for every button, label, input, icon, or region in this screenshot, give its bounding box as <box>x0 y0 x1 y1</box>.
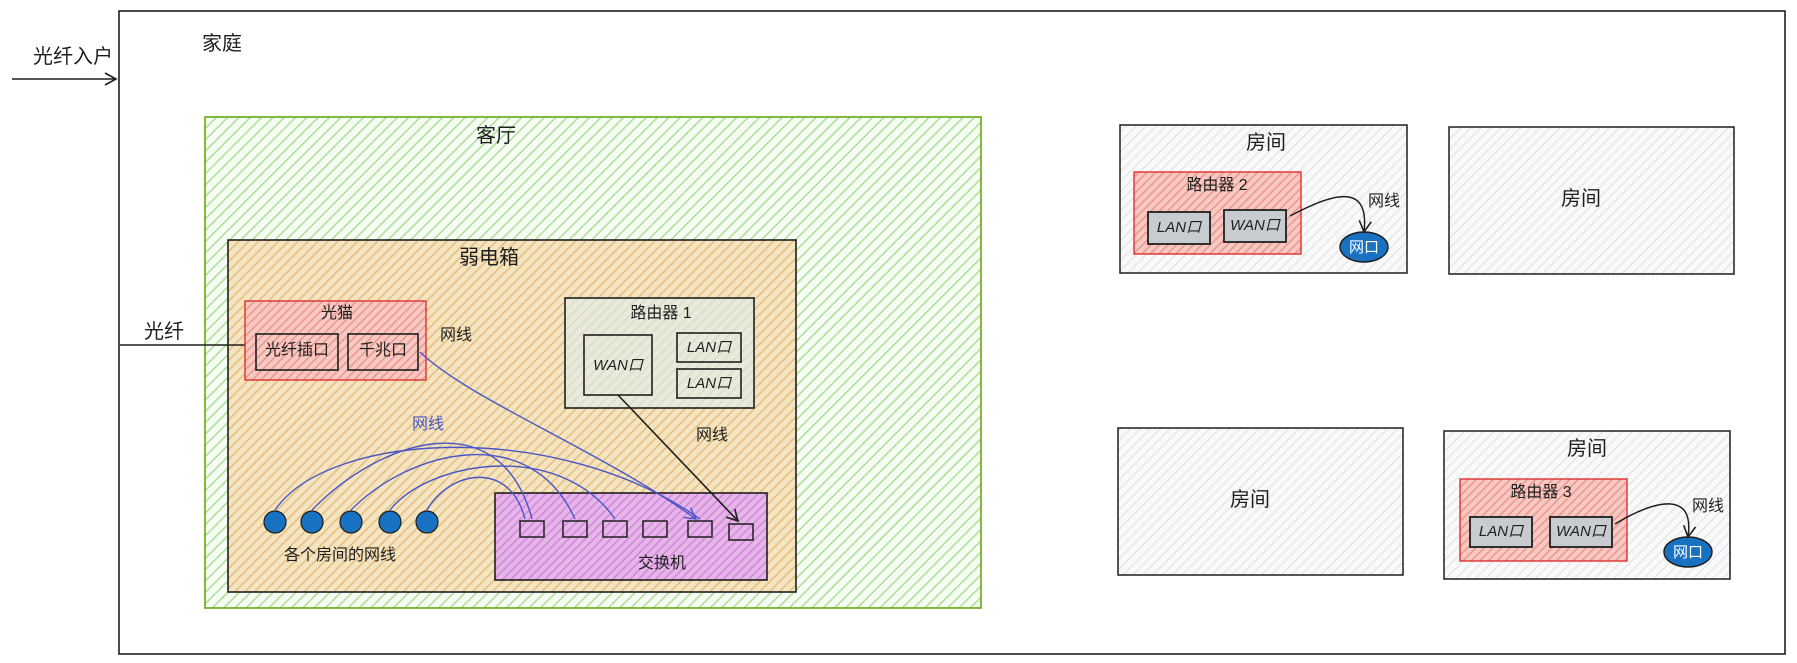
router3-wan-box <box>1549 516 1613 548</box>
outlet-dot <box>300 510 324 534</box>
router-cable-label: 网线 <box>696 427 729 444</box>
switch-port <box>687 520 713 538</box>
router2-lan-box <box>1147 211 1211 245</box>
room1-jack-label: 网口 <box>1348 239 1380 256</box>
switch-port <box>642 520 668 538</box>
router2-lan-label: LAN口 <box>1156 219 1202 236</box>
router3-lan-box <box>1469 516 1533 548</box>
gigabit-port-box <box>347 333 419 371</box>
router2-label: 路由器 2 <box>1186 177 1248 194</box>
outlet-dot <box>415 510 439 534</box>
router3-wan-label: WAN口 <box>1556 523 1606 540</box>
modem-cable-label: 网线 <box>440 327 473 344</box>
router1-lan1-box <box>676 332 742 363</box>
room3-label: 房间 <box>1230 489 1270 511</box>
room-cable-label: 网线 <box>412 416 445 433</box>
gigabit-cable <box>419 351 698 520</box>
room1-label: 房间 <box>1246 132 1286 154</box>
room-outlets <box>263 510 439 534</box>
panel-label: 弱电箱 <box>459 247 519 269</box>
router1-lan1-label: LAN口 <box>686 339 732 356</box>
router2-wan-label: WAN口 <box>1230 217 1280 234</box>
switch-port <box>519 520 545 538</box>
cable <box>311 442 533 520</box>
fiber-port-label: 光纤插口 <box>264 342 330 359</box>
room4-cable-label: 网线 <box>1692 498 1725 515</box>
router3-label: 路由器 3 <box>1510 484 1572 501</box>
room4-label: 房间 <box>1567 438 1607 460</box>
cable <box>274 446 701 520</box>
room1-cable <box>1289 195 1372 234</box>
fiber-in-label: 光纤入户 <box>33 46 113 68</box>
room3-box <box>1117 427 1404 576</box>
room-cables <box>274 442 701 520</box>
outlet-dot <box>263 510 287 534</box>
outlet-dot <box>339 510 363 534</box>
room1-cable-label: 网线 <box>1368 193 1401 210</box>
switch-port <box>602 520 628 538</box>
outlet-dot <box>378 510 402 534</box>
switch-port <box>728 523 754 541</box>
gigabit-port-label: 千兆口 <box>358 342 408 359</box>
cable <box>426 476 526 520</box>
switch-ports <box>519 520 754 541</box>
cable <box>350 454 576 520</box>
router1-wan-label: WAN口 <box>593 357 643 374</box>
router3-lan-label: LAN口 <box>1478 523 1524 540</box>
modem-label: 光猫 <box>320 305 354 322</box>
room4-cable <box>1614 503 1697 539</box>
living-room-label: 客厅 <box>476 125 516 147</box>
cable <box>389 465 616 520</box>
fiber-port-box <box>255 333 339 371</box>
router2-wan-box <box>1223 209 1287 243</box>
switch-label: 交换机 <box>637 555 687 572</box>
room2-box <box>1448 126 1735 275</box>
home-label: 家庭 <box>202 33 242 55</box>
room-outlets-label: 各个房间的网线 <box>283 547 397 564</box>
router-wan-cable <box>617 394 740 523</box>
router1-lan2-label: LAN口 <box>686 375 732 392</box>
fiber-label: 光纤 <box>144 321 184 343</box>
router1-label: 路由器 1 <box>630 305 692 322</box>
room2-label: 房间 <box>1561 188 1601 210</box>
switch-port <box>562 520 588 538</box>
room4-jack-label: 网口 <box>1672 544 1704 561</box>
router1-lan2-box <box>676 368 742 399</box>
